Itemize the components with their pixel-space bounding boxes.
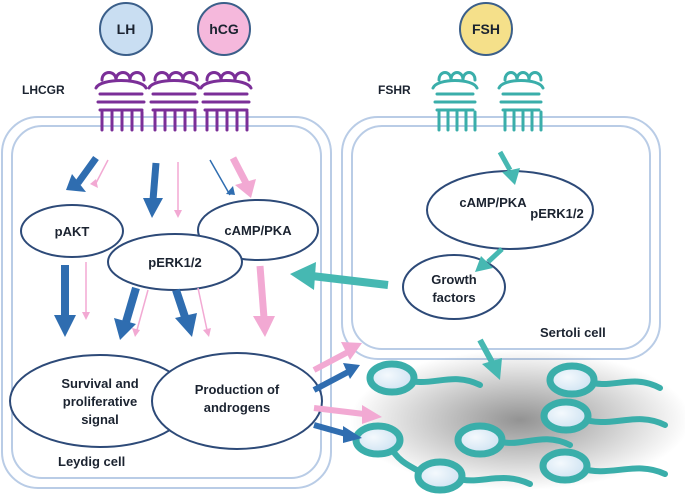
lhcgr-label: LHCGR [22, 83, 65, 97]
lh-hormone: LH [99, 2, 153, 56]
arrow-pink-production-to-sertoli [312, 342, 362, 373]
sertoli-camp-perk-node: cAMP/PKA pERK1/2 [426, 170, 594, 250]
survival-line1: Survival and [61, 376, 138, 391]
sperm-cells [350, 350, 685, 494]
lhcgr-receptor [94, 71, 253, 132]
pakt-label: pAKT [55, 224, 90, 239]
arrow-growth-to-leydig [290, 262, 389, 290]
arrow-fshr-to-camp [497, 150, 520, 185]
arrow-lhcgr-to-perk [143, 162, 163, 218]
lh-label: LH [117, 21, 136, 37]
arrow-hcg-to-camp-thick [229, 156, 256, 198]
arrow-pink-to-perk [174, 162, 182, 218]
fshr-label: FSHR [378, 83, 411, 97]
survival-node: Survival and proliferative signal [9, 354, 191, 448]
fsh-circle [459, 2, 513, 56]
survival-line2: proliferative [63, 394, 137, 409]
leydig-pink-arrows [82, 156, 382, 424]
production-line1: Production of [195, 382, 280, 397]
fsh-hormone: FSH [459, 2, 513, 56]
sertoli-camp-label: cAMP/PKA [459, 195, 527, 210]
sperm-cell [546, 362, 663, 398]
arrow-production-to-sperm-2 [313, 422, 362, 443]
arrow-pink-perk-to-survival [132, 289, 149, 337]
arrow-pink-pakt-to-survival [82, 262, 90, 320]
camp-pka-label: cAMP/PKA [224, 223, 292, 238]
pakt-node: pAKT [20, 204, 124, 258]
arrow-pink-to-pakt [90, 159, 109, 188]
survival-line3: signal [81, 412, 119, 427]
growth-line1: Growth [431, 272, 477, 287]
arrow-production-to-sperm-1 [312, 363, 360, 393]
leydig-cell-label: Leydig cell [58, 454, 125, 469]
arrow-lhcgr-to-pakt [66, 155, 99, 192]
sperm-cell [366, 360, 483, 396]
arrow-pink-perk-to-production [197, 287, 211, 337]
perk-node: pERK1/2 [107, 233, 243, 291]
hcg-hormone: hCG [197, 2, 251, 56]
arrow-pink-production-to-sperm [313, 405, 382, 424]
sertoli-perk-label: pERK1/2 [530, 206, 583, 221]
sertoli-cell-label: Sertoli cell [540, 325, 606, 340]
sertoli-teal-arrows [290, 150, 520, 380]
sperm-cell [540, 398, 668, 434]
arrow-pakt-to-survival [54, 265, 76, 337]
arrow-camp-to-production [253, 265, 275, 337]
arrow-hcg-to-camp-thin [209, 159, 235, 196]
perk-label: pERK1/2 [148, 255, 201, 270]
fsh-label: FSH [472, 21, 500, 37]
sperm-cell [414, 458, 533, 494]
sperm-cell [539, 448, 668, 484]
arrow-sertoli-to-sperm [477, 338, 502, 380]
hcg-circle [197, 2, 251, 56]
growth-factors-node: Growth factors [402, 254, 506, 320]
hcg-label: hCG [209, 21, 239, 37]
arrow-camp-to-growth [475, 247, 504, 272]
sperm-cell [454, 422, 573, 458]
arrow-perk-to-survival [114, 286, 140, 340]
fshr-receptor [431, 71, 545, 132]
arrow-perk-to-production [172, 288, 197, 337]
leydig-blue-arrows [54, 155, 362, 443]
growth-line2: factors [432, 290, 475, 305]
production-line2: androgens [204, 400, 270, 415]
production-node: Production of androgens [151, 352, 323, 450]
lh-circle [99, 2, 153, 56]
